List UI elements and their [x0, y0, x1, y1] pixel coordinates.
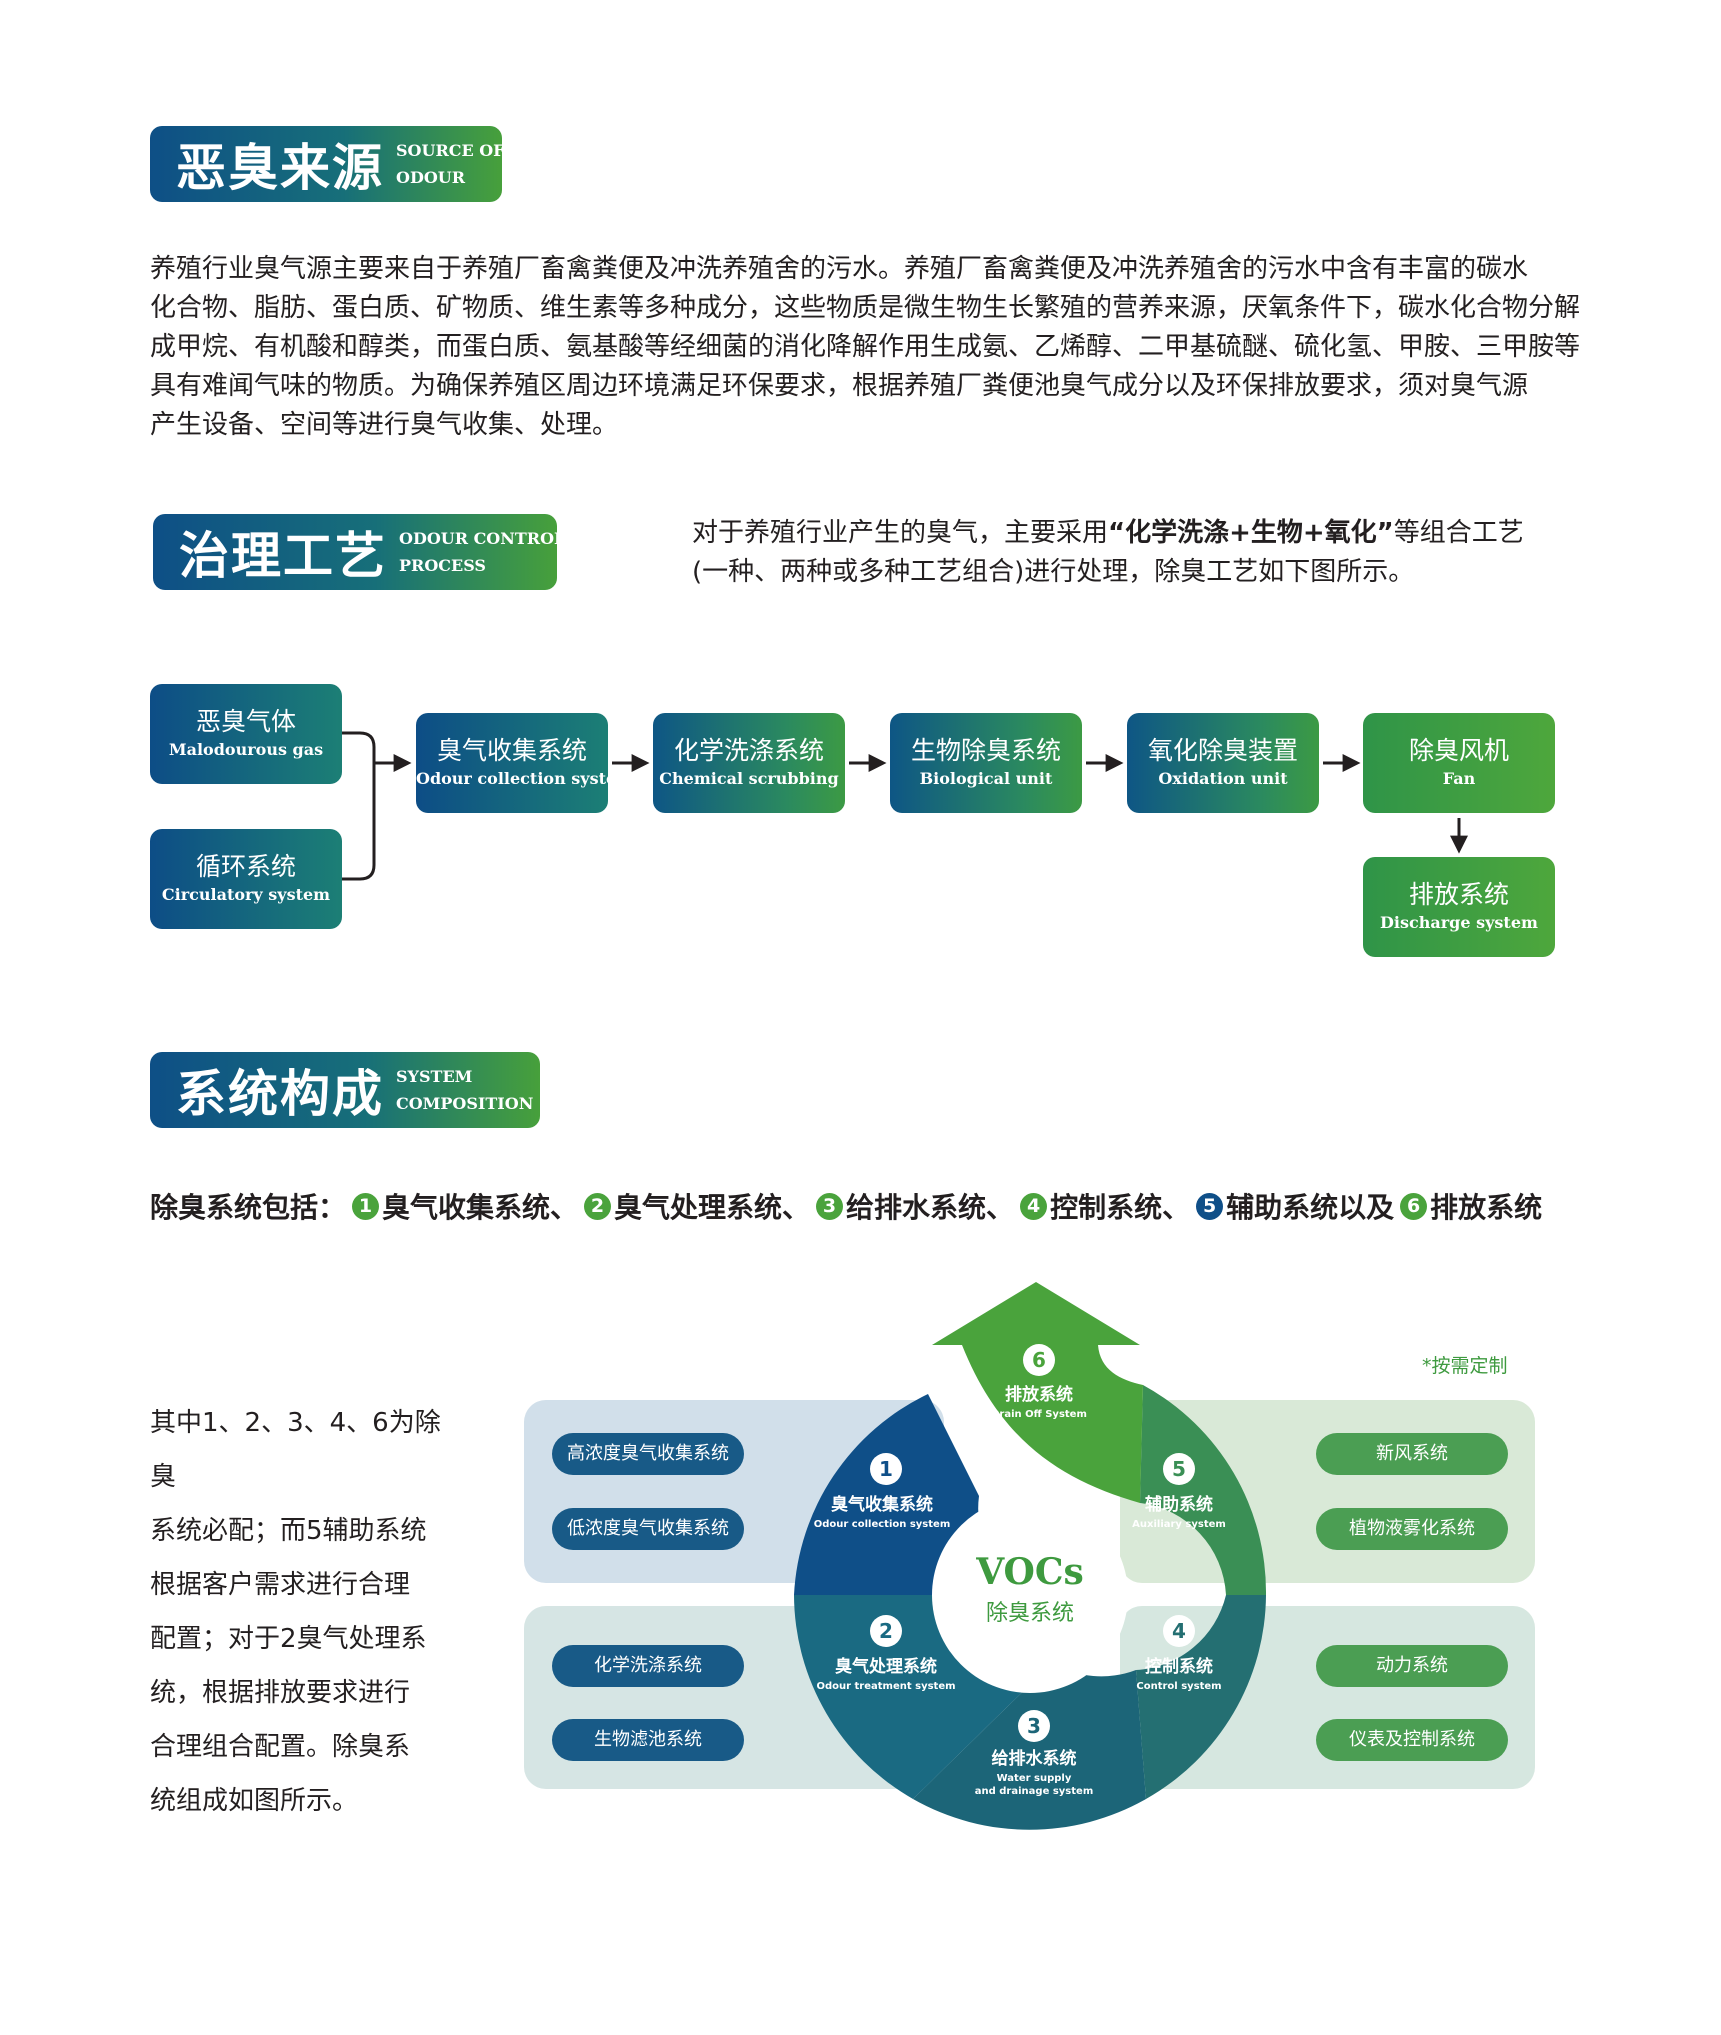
number-badge: 5	[1196, 1192, 1224, 1220]
wheel-label-3-en1: Water supply	[997, 1773, 1072, 1784]
wheel-center-cn: 除臭系统	[986, 1601, 1074, 1626]
section-subtitle: SOURCE OF ODOUR	[396, 141, 505, 187]
pill-high-concentration-collection: 高浓度臭气收集系统	[552, 1433, 744, 1475]
flow-box-discharge-system: 排放系统 Discharge system	[1363, 857, 1555, 957]
source-paragraph: 养殖行业臭气源主要来自于养殖厂畜禽粪便及冲洗养殖舍的污水。养殖厂畜禽粪便及冲洗养…	[150, 254, 1581, 440]
section-banner-process: 治理工艺 ODOUR CONTROL PROCESS	[153, 514, 565, 590]
wheel-segment-6-arrow	[932, 1282, 1143, 1503]
pill-plant-liquid-atomization: 植物液雾化系统	[1316, 1508, 1508, 1550]
pill-power-system: 动力系统	[1316, 1645, 1508, 1687]
flow-box-circulatory-system: 循环系统 Circulatory system	[150, 829, 342, 929]
pill-low-concentration-collection: 低浓度臭气收集系统	[552, 1508, 744, 1550]
number-badge: 1	[352, 1192, 380, 1220]
wheel-segment-4	[1136, 1595, 1266, 1799]
wheel-num-5: 5	[1172, 1457, 1186, 1481]
section-banner-composition: 系统构成 SYSTEM COMPOSITION	[150, 1052, 540, 1128]
number-badge: 2	[584, 1192, 612, 1220]
wheel-label-2-en: Odour treatment system	[816, 1681, 955, 1692]
wheel-label-5-en: Auxiliary system	[1132, 1519, 1226, 1530]
wheel-num-2: 2	[879, 1619, 893, 1643]
wheel-label-1-en: Odour collection system	[814, 1519, 951, 1530]
pill-fresh-air: 新风系统	[1316, 1433, 1508, 1475]
section-subtitle: ODOUR CONTROL PROCESS	[399, 529, 566, 575]
flow-box-fan: 除臭风机 Fan	[1363, 713, 1555, 813]
wheel-label-1: 臭气收集系统	[831, 1494, 933, 1515]
wheel-label-5: 辅助系统	[1145, 1494, 1213, 1515]
pill-biofilter: 生物滤池系统	[552, 1719, 744, 1761]
process-intro: 对于养殖行业产生的臭气，主要采用“化学洗涤+生物+氧化”等组合工艺 (一种、两种…	[692, 518, 1524, 587]
wheel-label-2: 臭气处理系统	[835, 1656, 937, 1677]
pill-instrument-control: 仪表及控制系统	[1316, 1719, 1508, 1761]
section-title: 恶臭来源	[176, 139, 384, 197]
section-title: 治理工艺	[179, 527, 387, 585]
wheel-center	[932, 1497, 1128, 1693]
flow-box-oxidation-unit: 氧化除臭装置 Oxidation unit	[1127, 713, 1319, 813]
wheel-num-1: 1	[879, 1457, 893, 1481]
number-badge: 4	[1020, 1192, 1048, 1220]
flow-box-chemical-scrubbing: 化学洗涤系统 Chemical scrubbing	[653, 713, 845, 813]
wheel-label-3-en2: and drainage system	[975, 1786, 1093, 1797]
number-badge: 3	[816, 1192, 844, 1220]
wheel-segment-5	[1140, 1385, 1267, 1595]
wheel-label-4: 控制系统	[1145, 1656, 1213, 1677]
flow-box-odour-collection: 臭气收集系统 Odour collection system	[416, 713, 633, 813]
custom-note: *按需定制	[1422, 1355, 1508, 1377]
wheel-label-3: 给排水系统	[992, 1748, 1077, 1769]
flow-box-biological-unit: 生物除臭系统 Biological unit	[890, 713, 1082, 813]
wheel-label-4-en: Control system	[1136, 1681, 1221, 1692]
flow-box-malodourous-gas: 恶臭气体 Malodourous gas	[150, 684, 342, 784]
pill-chemical-scrubbing: 化学洗涤系统	[552, 1645, 744, 1687]
section-banner-source: 恶臭来源 SOURCE OF ODOUR	[150, 126, 505, 202]
section-title: 系统构成	[176, 1065, 384, 1123]
wheel-label-6-en: Drain Off System	[991, 1409, 1087, 1420]
wheel-center-en: VOCs	[975, 1551, 1084, 1593]
number-badge: 6	[1400, 1192, 1428, 1220]
flow-connectors	[342, 731, 1468, 881]
wheel-segment-3	[913, 1663, 1146, 1830]
section-subtitle: SYSTEM COMPOSITION	[396, 1067, 534, 1113]
composition-side-text: 其中1、2、3、4、6为除臭 系统必配；而5辅助系统 根据客户需求进行合理 配置…	[150, 1408, 441, 1816]
wheel-label-6: 排放系统	[1005, 1384, 1073, 1405]
wheel-num-6: 6	[1032, 1348, 1046, 1372]
wheel-num-3: 3	[1027, 1714, 1041, 1738]
wheel-num-4: 4	[1172, 1619, 1186, 1643]
